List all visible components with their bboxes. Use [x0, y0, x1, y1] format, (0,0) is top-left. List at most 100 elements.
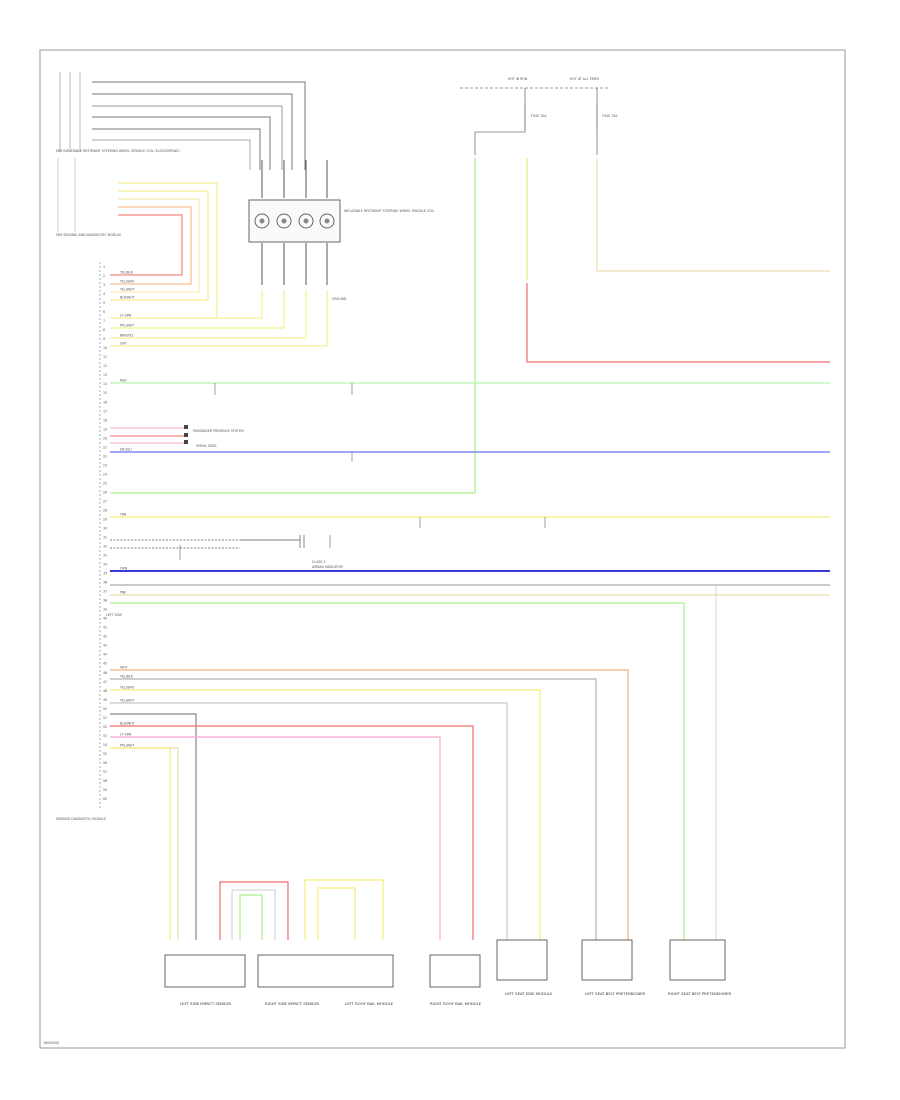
wire-tag: DK BLU [120, 448, 132, 452]
pin-number: 54 [103, 743, 107, 747]
pin-number: 48 [103, 689, 107, 693]
wire-tag: GRY [120, 342, 126, 346]
pin-number: 57 [103, 770, 107, 774]
fuse-feeds [474, 158, 830, 493]
pin-number: 23 [103, 463, 107, 467]
pin-number: 19 [103, 427, 107, 431]
pin-number: 34 [103, 563, 107, 567]
wire-tag: YEL/GRN [120, 280, 134, 284]
pin-number: 43 [103, 644, 107, 648]
pin-number: 27 [103, 499, 107, 503]
top-left-harness [57, 72, 306, 232]
pin-number: 55 [103, 752, 107, 756]
pin-number: 42 [103, 635, 107, 639]
lower-feeds [110, 669, 629, 940]
pin-number: 50 [103, 707, 107, 711]
wire-tag: YEL/WHT [120, 699, 134, 703]
component-box-6 [669, 939, 726, 981]
upper-color-wires [110, 182, 328, 347]
pin-number: 58 [103, 779, 107, 783]
pin-number: 9 [103, 337, 105, 341]
pin-number: 10 [103, 346, 107, 350]
component-label-7: RIGHT SEAT BELT PRETENSIONER [668, 991, 731, 996]
pin-number: 30 [103, 527, 107, 531]
module-pin-column: 1234567891011121314151617181920212223242… [103, 265, 107, 801]
pin-number: 41 [103, 626, 107, 630]
pin-number: 1 [103, 265, 105, 269]
pin-number: 59 [103, 788, 107, 792]
wire-tag: BLK/WHT [120, 296, 135, 300]
pin-number: 32 [103, 545, 107, 549]
pin-number: 40 [103, 617, 107, 621]
pin-number: 26 [103, 490, 107, 494]
pin-number: 51 [103, 716, 107, 720]
pin-number: 16 [103, 400, 107, 404]
diagram-frame [39, 49, 846, 1049]
pin-number: 60 [103, 797, 107, 801]
pin-number: 35 [103, 572, 107, 576]
pin-number: 12 [103, 364, 107, 368]
fuse-block-2-label: HOT AT ALL TIMES [570, 77, 599, 81]
pin-number: 25 [103, 481, 107, 485]
fuse-block [460, 87, 610, 155]
pin-number: 39 [103, 608, 107, 612]
wire-tag: PPL/WHT [120, 324, 134, 328]
sdm-lower-label: SENSING DIAGNOSTIC MODULE [56, 817, 106, 821]
pin-number: 24 [103, 472, 107, 476]
passenger-presence-label: PASSENGER PRESENCE SYSTEM [193, 429, 244, 433]
wire-tag: YEL/GRN [120, 686, 134, 690]
wire-tag: PNK [120, 591, 127, 595]
component-box-5 [581, 939, 633, 981]
wire-tag: ORN [120, 567, 128, 571]
connector-stubs-top [261, 160, 328, 285]
pin-number: 56 [103, 761, 107, 765]
pin-number: 52 [103, 725, 107, 729]
serial-data-label: SERIAL DATA [196, 444, 217, 448]
jumper-row [110, 535, 305, 549]
pin-number: 47 [103, 680, 107, 684]
pin-number: 22 [103, 454, 107, 458]
pin-number: 29 [103, 518, 107, 522]
bus-drops [179, 383, 546, 560]
pin-number: 31 [103, 536, 107, 540]
pin-number: 17 [103, 409, 107, 413]
pin-number: 49 [103, 698, 107, 702]
pin-number: 20 [103, 436, 107, 440]
component-label-2: RIGHT SIDE IMPACT SENSOR [265, 1001, 319, 1006]
fuse-2-label: FUSE 15A [602, 114, 618, 118]
steering-module-label: SRS INFLATABLE RESTRAINT STEERING WHEEL … [56, 149, 180, 153]
passenger-presence-markers [110, 425, 188, 444]
bus-lines [110, 382, 830, 940]
component-label-3: LEFT ROOF RAIL MODULE [345, 1001, 394, 1006]
pin-number: 6 [103, 310, 105, 314]
wire-tag: YEL/WHT [120, 288, 134, 292]
ground-label: GROUND [332, 297, 347, 301]
component-box-4 [496, 939, 548, 981]
component-label-5: LEFT SEAT SIDE MODULE [505, 991, 553, 996]
pin-number: 46 [103, 671, 107, 675]
pin-number: 4 [103, 292, 105, 296]
pin-number: 11 [103, 355, 107, 359]
wire-tag: TAN [119, 513, 127, 517]
class2-label: CLASS 2 [312, 560, 325, 564]
connector-block-label: INFLATABLE RESTRAINT STEERING WHEEL MODU… [344, 209, 434, 213]
wire-tag: LT GRN [120, 314, 132, 318]
component-boxes [164, 939, 726, 988]
clockspring-connector [248, 199, 341, 243]
wire-tag: PPL/WHT [120, 744, 134, 748]
pin-number: 14 [103, 382, 107, 386]
pin-number: 36 [103, 581, 107, 585]
pin-number: 7 [103, 319, 105, 323]
component-label-4: RIGHT ROOF RAIL MODULE [430, 1001, 482, 1006]
pin-number: 15 [103, 391, 107, 395]
fuse-block-1-label: HOT IN RUN [508, 77, 528, 81]
component-label-6: LEFT SEAT BELT PRETENSIONER [585, 991, 646, 996]
wire-tag: BRN/YEL [120, 334, 134, 338]
page-id: W000000 [44, 1041, 59, 1045]
pin-number: 44 [103, 653, 107, 657]
pin-number: 2 [103, 274, 105, 278]
fuse-1-label: FUSE 10A [531, 114, 547, 118]
component-box-2 [257, 954, 394, 988]
wire-tag: YEL/BLK [120, 675, 134, 679]
